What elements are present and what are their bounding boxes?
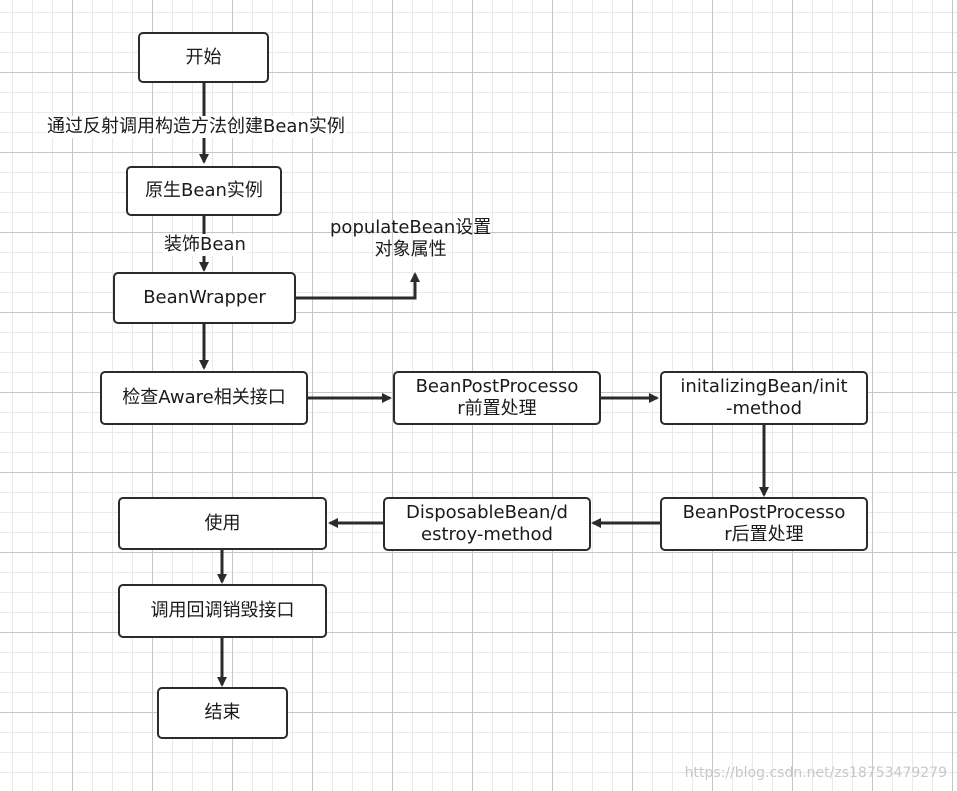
edge-label-populate-line1: populateBean设置 [330,217,492,238]
edge-label-populate: populateBean设置 对象属性 [329,217,492,261]
dispose-node-label-line2: estroy-method [421,524,553,545]
bpp-before-node-label-line2: r前置处理 [457,398,537,419]
edge-label-populate-line2: 对象属性 [374,239,447,260]
init-method-node-label-line2: -method [725,398,802,419]
watermark: https://blog.csdn.net/zs18753479279 [684,765,947,781]
init-method-node-label-line1: initalizingBean/init [680,376,848,397]
dispose-node: DisposableBean/d estroy-method [383,497,591,551]
dispose-node-label-line1: DisposableBean/d [406,502,568,523]
start-node-label: 开始 [185,46,222,68]
end-node-label: 结束 [204,702,241,723]
edge-label-decorate: 装饰Bean [163,234,247,256]
bpp-after-node-label-line1: BeanPostProcesso [682,502,846,523]
bean-wrapper-node-label: BeanWrapper [143,287,266,308]
callback-destroy-node-label: 调用回调销毁接口 [150,600,295,621]
raw-instance-node-label: 原生Bean实例 [145,180,263,201]
use-node: 使用 [118,497,327,550]
bpp-after-node-label-line2: r后置处理 [724,524,804,545]
bean-wrapper-node: BeanWrapper [113,272,296,324]
check-aware-node-label: 检查Aware相关接口 [122,387,286,408]
start-node: 开始 [138,32,269,83]
init-method-node: initalizingBean/init -method [660,371,868,425]
use-node-label: 使用 [204,512,241,534]
raw-instance-node: 原生Bean实例 [126,166,282,216]
bpp-after-node: BeanPostProcesso r后置处理 [660,497,868,551]
check-aware-node: 检查Aware相关接口 [100,371,308,425]
bpp-before-node: BeanPostProcesso r前置处理 [393,371,601,425]
bpp-before-node-label-line1: BeanPostProcesso [415,376,579,397]
edge-label-reflect-create: 通过反射调用构造方法创建Bean实例 [46,116,346,138]
callback-destroy-node: 调用回调销毁接口 [118,584,327,638]
edge-wrapper-to-populate [295,272,420,300]
end-node: 结束 [157,687,288,739]
